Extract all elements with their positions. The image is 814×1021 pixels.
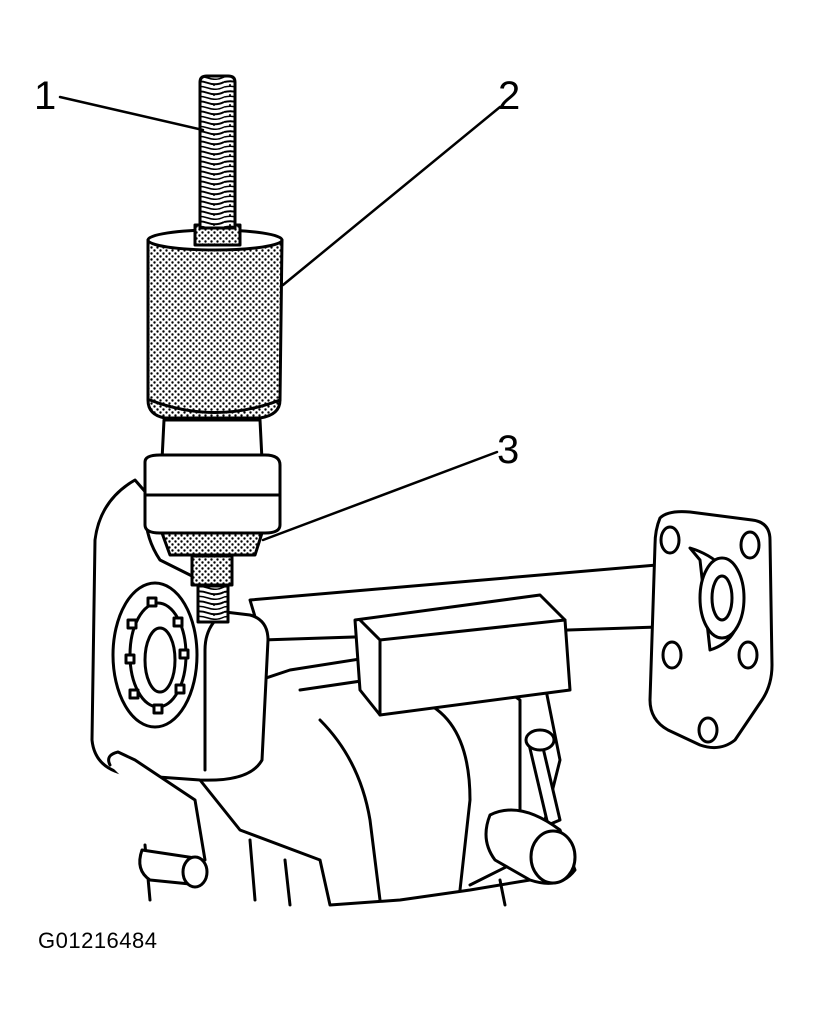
callout-3: 3 <box>497 428 520 472</box>
puller-cylinder <box>146 228 284 420</box>
bench-vise <box>198 593 572 907</box>
adapter-ring <box>143 418 282 624</box>
housing <box>90 478 270 782</box>
leader-lines <box>58 95 502 542</box>
bracket <box>107 750 209 902</box>
figure-id: G01216484 <box>38 928 158 953</box>
callout-1: 1 <box>34 74 57 118</box>
vise-handle <box>484 728 577 885</box>
leader-line-2 <box>281 105 502 287</box>
callout-2: 2 <box>498 74 521 118</box>
leader-line-1 <box>58 95 205 132</box>
leader-line-3 <box>261 450 499 542</box>
flange-plate <box>648 510 774 750</box>
threaded-spindle <box>193 74 242 247</box>
